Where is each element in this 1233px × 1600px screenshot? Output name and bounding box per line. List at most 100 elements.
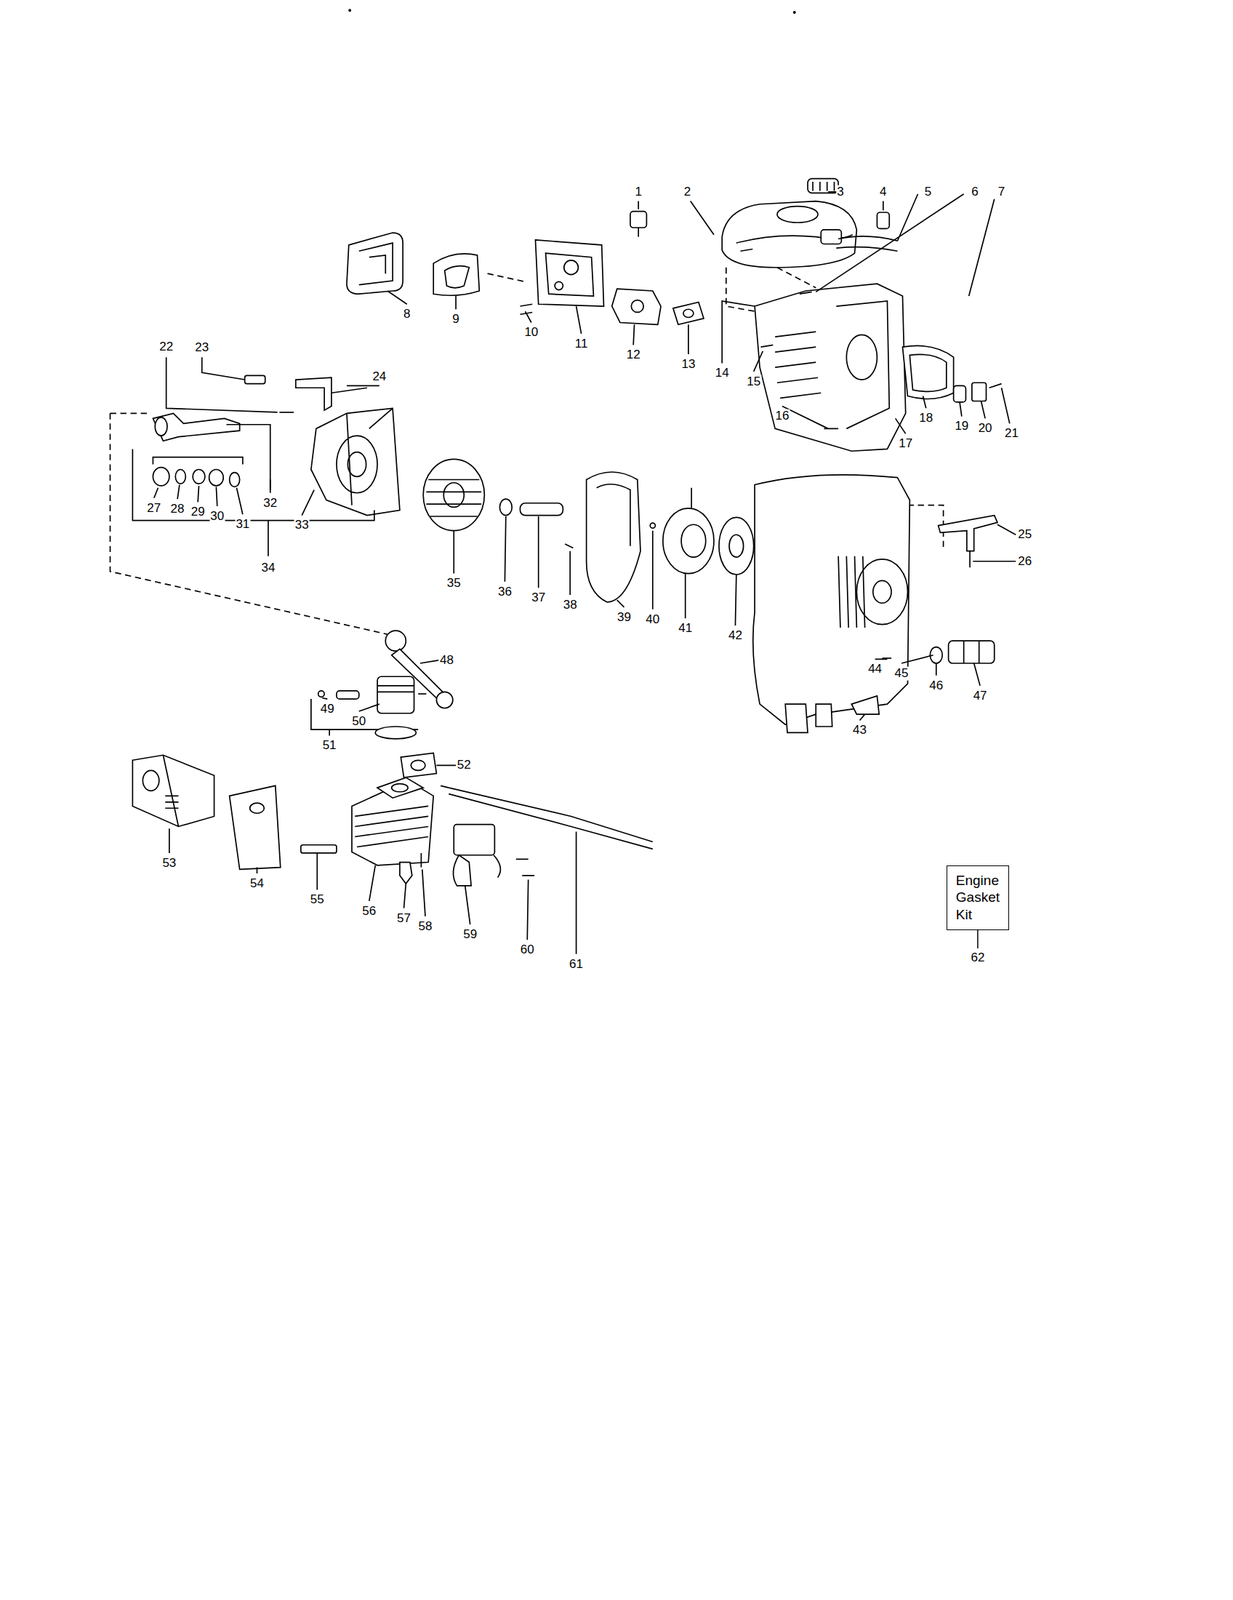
illustration-stroke [375,726,416,739]
cylinder [351,752,437,884]
illustration-stroke [448,787,653,849]
illustration-stroke [721,300,1010,434]
illustration-stroke [516,858,535,875]
illustration-stroke [637,227,640,238]
assembly-line [487,273,526,282]
callout-number: 13 [680,356,696,371]
illustration-stroke [989,383,1002,389]
illustration-stroke [753,474,911,725]
illustration-stroke [400,752,437,778]
illustration-stroke [649,522,656,528]
callout-number: 42 [727,628,743,643]
illustration-stroke [554,281,563,290]
illustration-stroke [377,685,415,692]
callout-number: 10 [523,325,539,340]
illustration-stroke [452,854,472,886]
illustration-stroke [740,248,753,251]
callout-number: 30 [209,508,225,523]
callout-number: 25 [1017,527,1033,542]
illustration-stroke [902,345,954,399]
callout-number: 19 [953,419,970,434]
illustration-stroke [426,479,482,517]
illustration-stroke [229,785,281,869]
gasket [673,301,704,325]
illustration-stroke [385,630,406,651]
illustration-stroke [250,802,265,813]
illustration-stroke [377,777,424,798]
callout-number: 8 [402,307,411,322]
callout-number: 15 [745,374,762,389]
illustration-stroke [760,291,839,429]
illustration-stroke [336,690,360,699]
callout-number: 56 [361,903,377,918]
callout-number: 3 [836,184,845,199]
callout-number: 9 [451,312,460,327]
illustration-stroke [721,201,857,268]
illustration-stroke [938,515,998,552]
callout-number: 38 [562,598,578,613]
callout-number: 35 [446,576,462,591]
illustration-stroke [630,211,647,228]
illustration-stroke [418,692,427,695]
callout-number: 51 [322,738,338,753]
illustration-stroke [545,252,594,296]
illustration-stroke [596,484,631,546]
callout-number: 5 [924,184,933,199]
leader-lines [154,191,1016,954]
illustration-stroke [564,260,579,275]
piston-assembly [318,630,453,739]
callout-number: 45 [894,666,910,681]
callout-number: 50 [351,713,367,728]
muffler [132,754,337,869]
brackets [110,412,944,730]
illustration-stroke [346,232,403,294]
illustration-stroke [953,385,967,402]
illustration-stroke [493,854,501,878]
callout-number: 57 [396,910,412,925]
callout-number: 58 [418,918,434,933]
callout-number: 17 [897,436,914,451]
illustration-stroke [433,253,480,296]
callout-number: 48 [439,652,455,667]
illustration-stroke [535,239,604,307]
callout-number: 7 [997,184,1006,199]
illustration-stroke [851,695,879,714]
illustration-stroke [387,290,689,355]
illustration-stroke [444,266,470,288]
callout-number: 40 [644,612,661,626]
illustration-stroke [838,556,865,628]
illustration-stroke [440,785,449,788]
illustration-stroke [110,412,404,638]
specks [348,9,796,14]
gasket-kit-box: Engine Gasket Kit [946,865,1010,930]
callout-number: 52 [456,758,472,773]
illustration-stroke [690,487,693,509]
illustration-stroke [681,524,706,557]
illustration-stroke [300,844,337,853]
callout-number: 37 [530,591,546,605]
illustration-stroke [948,640,995,664]
callout-number: 24 [371,369,387,384]
callout-number: 39 [616,609,632,624]
illustration-stroke [346,407,393,505]
callout-number: 11 [574,336,589,351]
callout-number: 61 [568,956,584,971]
illustration-stroke [846,334,877,380]
callout-number: 26 [1017,553,1033,568]
illustration-stroke [166,356,380,413]
illustration-stroke [132,448,374,556]
callout-number: 31 [234,517,251,532]
carburetor [612,211,661,325]
illustration-stroke [377,676,415,714]
illustration-stroke [631,300,644,313]
callout-number: 33 [294,518,310,533]
illustration-stroke [873,580,892,603]
illustration-stroke [175,468,186,484]
callout-number: 28 [170,502,186,517]
illustration-stroke [564,543,573,549]
illustration-stroke [295,377,332,411]
callout-number: 34 [260,561,276,576]
illustration-stroke [229,472,240,488]
